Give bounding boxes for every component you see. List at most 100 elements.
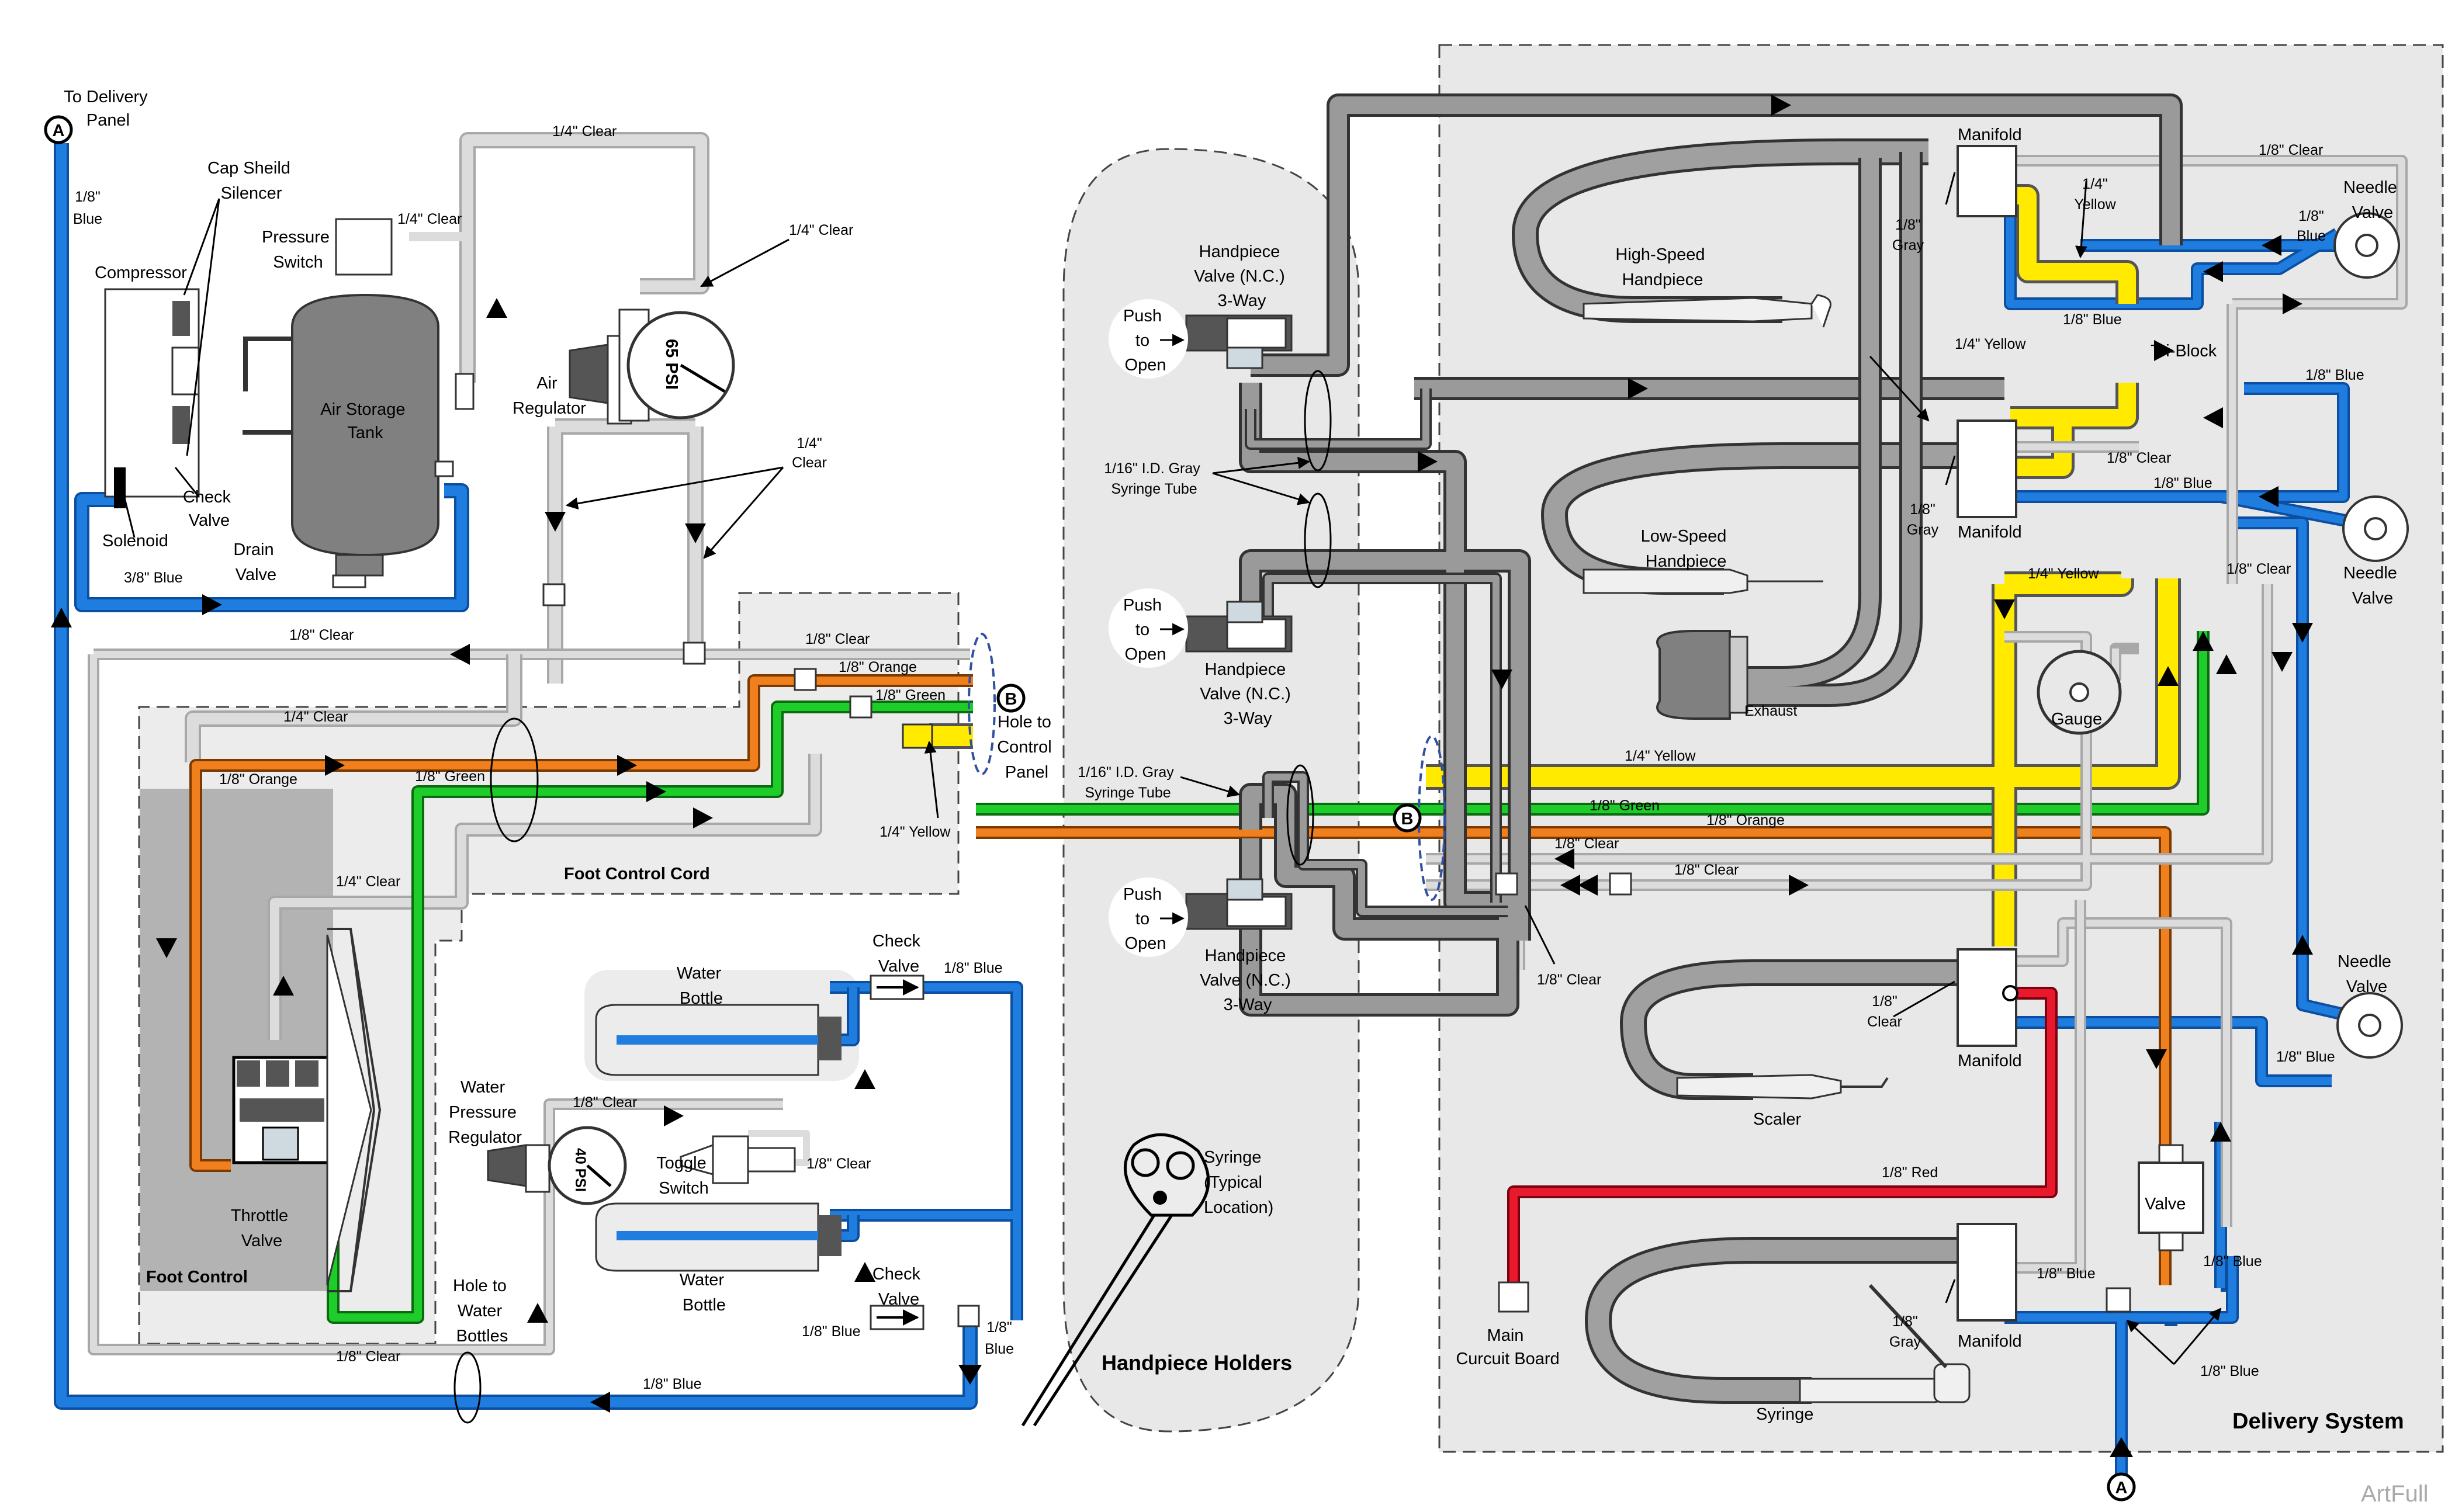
delivery-blue-connector [2106,1287,2131,1313]
tube-label: 1/8" Blue [2305,367,2364,383]
tube-label: 1/8" Orange [839,659,917,675]
tube-label: 1/8" Clear [2259,142,2323,158]
tube-label: 1/4" Yellow [1625,748,1696,764]
tube-label: 1/8" Blue [944,960,1003,976]
flow-arrow [1789,875,1809,896]
drain-valve-label: Drain Valve [233,540,278,584]
syringe-tube-1-label: 1/16" I.D. Gray Syringe Tube [1104,460,1204,497]
flow-arrow [2203,407,2223,428]
tube-label: 1/8" Green [415,768,485,785]
tube-label: 1/4"Clear [792,435,827,471]
tube-loop-marker [490,717,539,842]
air-gauge-label: 65 PSI [662,339,681,390]
delivery-valve [2138,1161,2204,1234]
tube-label: 1/4" Clear [283,709,348,725]
marker-a-bottom [2107,1472,2136,1501]
flow-arrow [2216,654,2237,674]
exhaust [1656,630,1748,720]
clear-tubes [88,132,970,1355]
tube-loop-marker [1286,764,1314,866]
tube-label: 1/8" Blue [2276,1049,2335,1065]
yellow-line-plug [902,723,933,749]
marker-a-top-label: A [53,122,65,140]
handpiece-valve-3 [1185,878,1293,930]
flow-arrow [854,1069,875,1089]
flow-arrow [664,1105,684,1126]
air-regulator-label: Air Regulator [513,374,586,418]
throttle-valve-label: Throttle Valve [231,1206,293,1250]
water-pressure-regulator-label: Water Pressure Regulator [448,1078,522,1147]
flow-arrow [1578,875,1598,896]
throttle-valve [232,928,382,1292]
foot-control-label: Foot Control [146,1268,248,1286]
flow-arrow [2272,652,2293,672]
gauge-label: Gauge [2051,710,2102,729]
tube-label: 1/8" Clear [1674,862,1739,878]
cap-sheild-silencer-label: Cap Sheild Silencer [207,159,295,203]
water-bottle-bottom [595,1202,842,1272]
main-circuit-board-label: Main Curcuit Board [1456,1326,1559,1368]
hole-to-water-bottles-label: Hole to Water Bottles [453,1277,511,1345]
manifold-2 [1957,419,2017,518]
pressure-switch-label: Pressure Switch [262,228,334,272]
syringe-typical-label: Syringe (Typical Location) [1204,1148,1273,1217]
high-speed-handpiece-label: High-Speed Handpiece [1615,245,1709,289]
water-pressure-regulator [487,1126,627,1205]
tube-label: 1/4" Clear [336,873,400,890]
marker-b-right-label: B [1401,810,1414,828]
manifold-2-label: Manifold [1958,523,2022,542]
flow-arrow [2262,235,2281,256]
tube-label: 1/8" Orange [1706,812,1785,828]
flow-arrow [1771,95,1791,116]
components [104,145,2409,1427]
tube-loop-marker [1304,370,1332,471]
water-gauge-label: 40 PSI [572,1148,588,1192]
text-labels: To Delivery Panel Compressor Cap Sheild … [64,88,2428,1507]
air-regulator [569,308,735,425]
tube-label: 1/8" Clear [336,1348,400,1365]
tube-label: 1/8" Blue [2200,1363,2259,1379]
tube-label: 1/8"Gray [1907,501,1939,538]
high-speed-handpiece [1583,294,1831,328]
needle-valve-2-label: Needle Valve [2343,564,2402,608]
flow-arrow [51,608,72,627]
tube-label: 1/4" Yellow [1955,336,2026,352]
tube-label: 1/8"Blue [985,1319,1014,1357]
clear-line-connector [542,583,566,606]
tube-label: 1/4"Yellow [2074,176,2116,213]
flow-arrow [2210,1122,2231,1142]
tube-label: 1/8" Blue [2063,311,2122,328]
water-bottle-bottom-label: Water Bottle [680,1271,729,1315]
marker-b-left-label: B [1005,690,1017,709]
tube-label: 1/8"Gray [1889,1313,1921,1350]
tube-label: 1/8" Clear [805,631,870,647]
manifold-4-label: Manifold [1958,1332,2022,1351]
flow-arrow [1994,599,2015,619]
flow-arrow [450,644,470,665]
hole-to-control-panel-label: Hole to Control Panel [997,713,1057,782]
pressure-switch [335,218,393,276]
handpiece-valve-1 [1185,314,1293,369]
flow-arrow [202,594,222,615]
scaler [1676,1074,1889,1100]
needle-valve-3-label: Needle Valve [2338,952,2396,996]
foot-control-cord-label: Foot Control Cord [564,865,710,883]
marker-a-top [44,115,73,144]
connection-markers: A A B B [44,115,2136,1501]
tube-label: 1/8" Clear [1554,835,1619,852]
tube-label: 1/8" Clear [2107,450,2171,466]
flow-arrows [51,95,2313,1457]
flow-arrow [958,1365,982,1385]
flow-arrow [1560,875,1580,896]
flow-arrow [156,938,177,958]
flow-arrow [527,1303,548,1323]
low-speed-handpiece-label: Low-Speed Handpiece [1641,527,1732,571]
marker-b-right [1393,803,1422,833]
delivery-clear-connector [1495,872,1518,896]
check-valve-top-label: Check Valve [872,932,925,976]
